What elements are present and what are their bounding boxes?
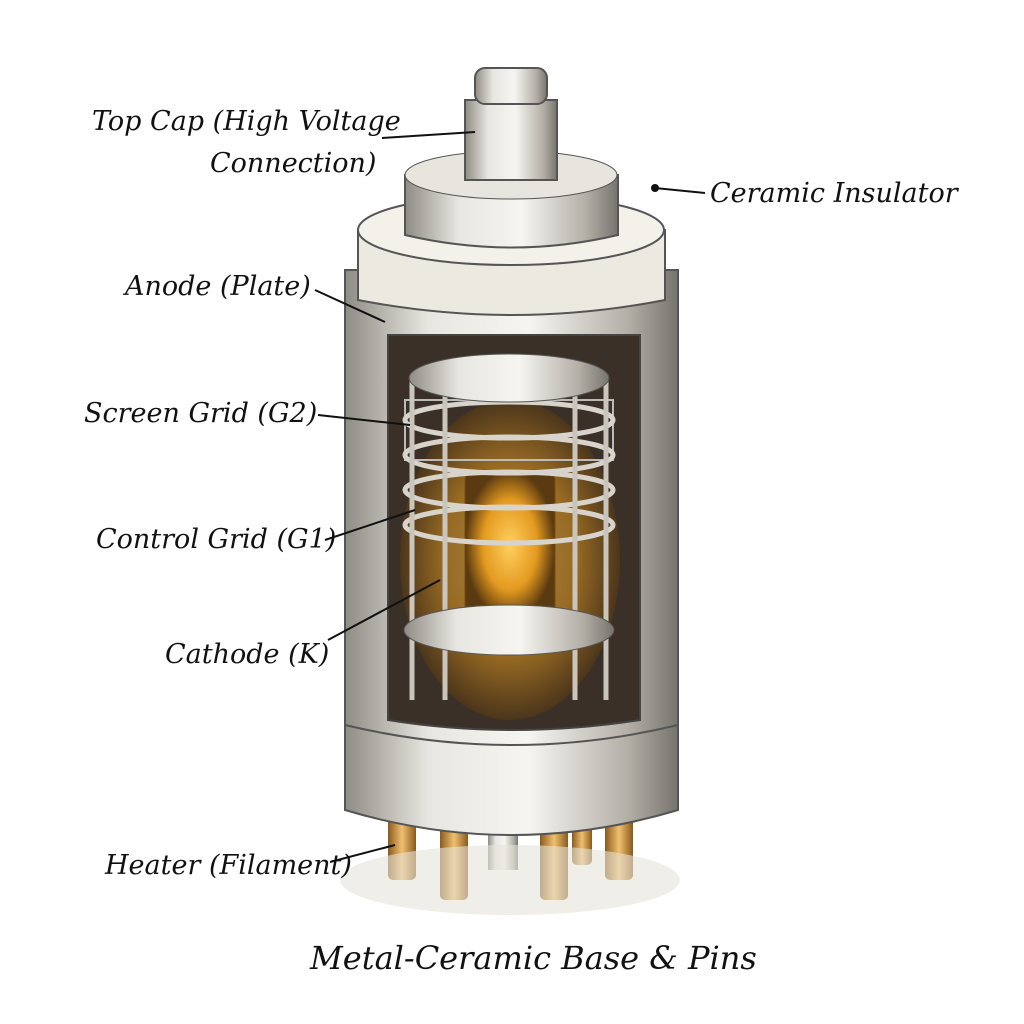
base-ring — [344, 719, 679, 836]
label-top-cap: Top Cap (High Voltage — [92, 106, 401, 137]
bottom-plate — [403, 604, 615, 656]
label-ceramic-insulator: Ceramic Insulator — [710, 178, 958, 209]
top-cap — [464, 99, 558, 181]
diagram-caption: Metal-Ceramic Base & Pins — [310, 939, 757, 977]
label-heater: Heater (Filament) — [105, 850, 352, 881]
label-anode: Anode (Plate) — [125, 271, 311, 302]
top-plate — [408, 353, 610, 403]
label-screen-grid: Screen Grid (G2) — [84, 398, 318, 429]
label-control-grid: Control Grid (G1) — [96, 524, 337, 555]
leader-lines — [314, 131, 706, 863]
label-cathode: Cathode (K) — [165, 639, 330, 670]
label-top-cap-line2: Connection) — [210, 148, 377, 179]
